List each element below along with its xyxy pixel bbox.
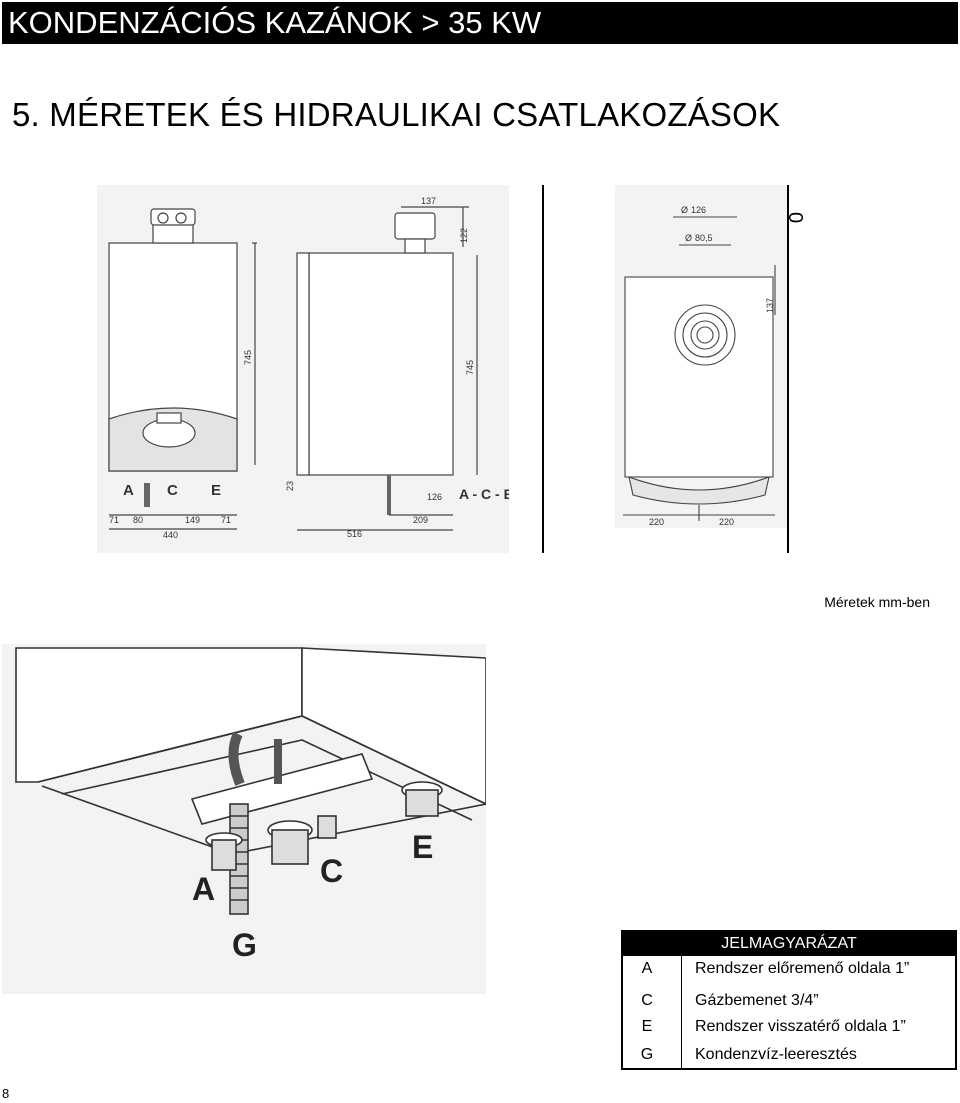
drawing-panel-top: Ø 126 Ø 80,5 137 220 220 (615, 185, 787, 528)
front-side-drawing: 745 71 80 149 71 440 A C E 137 122 745 2… (108, 196, 513, 540)
legend-code: G (640, 1046, 654, 1063)
legend-description: Gázbemenet 3/4” (695, 992, 819, 1009)
legend-title: JELMAGYARÁZAT (623, 932, 955, 956)
front-dim-d2: 80 (133, 515, 143, 525)
header-bar: KONDENZÁCIÓS KAZÁNOK > 35 KW (2, 2, 958, 44)
side-dim-offset: 209 (413, 515, 428, 525)
page-number: 8 (2, 1086, 10, 1101)
perspective-label-g: G (232, 927, 257, 963)
legend-code: C (641, 992, 653, 1009)
side-dim-base: 23 (285, 481, 295, 491)
side-dim-pipe: 126 (427, 492, 442, 502)
side-dim-flue: 122 (459, 228, 469, 243)
side-view (296, 206, 478, 531)
front-dim-total: 440 (163, 530, 178, 540)
legend-code: A (641, 960, 653, 977)
legend-row: A Rendszer előremenő oldala 1” (623, 956, 957, 982)
top-dim-outer: 126 (691, 205, 706, 215)
divider-line (542, 185, 544, 553)
drawing-panel-front-side: 745 71 80 149 71 440 A C E 137 122 745 2… (97, 185, 513, 553)
side-dim-top: 137 (421, 196, 436, 206)
legend-row: E Rendszer visszatérő oldala 1” (623, 1014, 957, 1040)
legend-column-divider (681, 956, 682, 1070)
connections-perspective: A C E G (2, 644, 487, 994)
top-dim-inner: 80,5 (695, 233, 713, 243)
side-dim-height: 745 (465, 360, 475, 375)
perspective-label-c: C (320, 853, 343, 889)
top-diam-symbol-2: Ø (685, 233, 692, 243)
side-label-ace: A - C - E (459, 486, 509, 502)
top-diam-symbol-1: Ø (681, 205, 688, 215)
units-note: Méretek mm-ben (824, 594, 930, 610)
legend-row: G Kondenzvíz-leeresztés (623, 1042, 957, 1068)
front-dim-d4: 71 (221, 515, 231, 525)
section-title: 5. MÉRETEK ÉS HIDRAULIKAI CSATLAKOZÁSOK (12, 96, 781, 133)
top-view-drawing: Ø 126 Ø 80,5 137 220 220 (623, 205, 776, 527)
front-label-e: E (211, 482, 221, 499)
front-dim-d1: 71 (109, 515, 119, 525)
front-label-c: C (167, 482, 178, 499)
legend-code: E (641, 1018, 653, 1035)
top-view-edge-line (787, 185, 789, 553)
legend-row: C Gázbemenet 3/4” (623, 988, 957, 1014)
corner-mark: 0 (786, 211, 809, 224)
top-dim-depth: 137 (765, 298, 775, 313)
top-dim-right: 220 (719, 517, 734, 527)
header-title: KONDENZÁCIÓS KAZÁNOK > 35 KW (8, 5, 542, 40)
perspective-drawing: A C E G (15, 647, 487, 963)
legend-table: JELMAGYARÁZAT A Rendszer előremenő oldal… (621, 930, 957, 1070)
front-label-a: A (123, 482, 134, 499)
front-dim-d3: 149 (185, 515, 200, 525)
legend-description: Kondenzvíz-leeresztés (695, 1046, 857, 1063)
legend-description: Rendszer előremenő oldala 1” (695, 960, 910, 977)
perspective-label-a: A (192, 871, 215, 907)
front-view (108, 208, 257, 530)
side-dim-depth: 516 (347, 529, 362, 539)
front-dim-height: 745 (243, 350, 253, 365)
top-dim-left: 220 (649, 517, 664, 527)
perspective-label-e: E (412, 829, 433, 865)
legend-description: Rendszer visszatérő oldala 1” (695, 1018, 906, 1035)
